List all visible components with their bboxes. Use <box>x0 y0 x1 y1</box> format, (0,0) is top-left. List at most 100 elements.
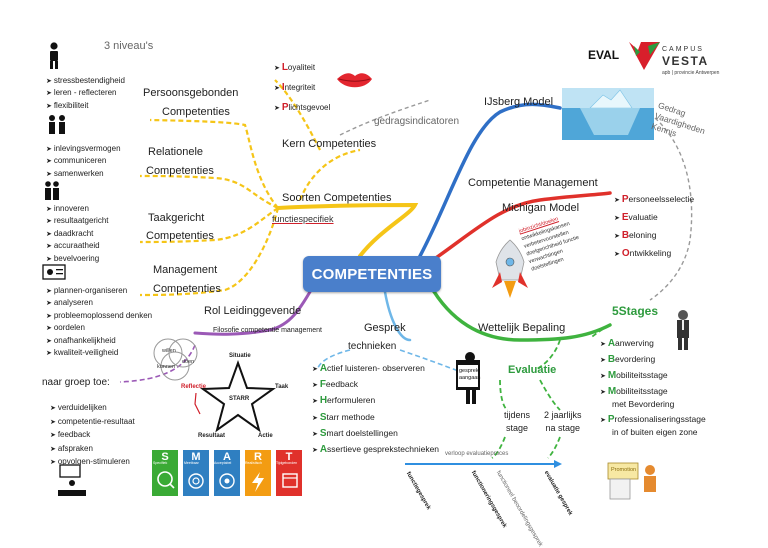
branch-kern <box>298 148 361 201</box>
smart-m-letter: M <box>183 450 209 464</box>
smart-m: M <box>183 450 209 496</box>
branch-jaarlijks <box>539 379 561 411</box>
management-item: kwaliteit-veiligheid <box>46 347 152 359</box>
board-line: aangaan <box>459 375 481 381</box>
smart-s: S <box>152 450 178 496</box>
branch-evaluatie <box>534 339 561 371</box>
manager-icon <box>42 264 66 280</box>
management-item: onafhankelijkheid <box>46 335 152 347</box>
smart-a: A <box>214 450 240 496</box>
logo-vesta: VESTA <box>662 54 709 68</box>
gesprek-item: ➤ Feedback <box>312 379 359 391</box>
jaarlijks-line: na stage <box>545 423 581 433</box>
smart-t-letter: T <box>276 450 302 464</box>
taak-item: accuraatheid <box>46 240 109 252</box>
gesprek-title: Gesprek <box>364 322 406 334</box>
branch-wettelijk <box>428 283 612 342</box>
branch-management <box>139 207 280 297</box>
persoon-item: leren - reflecteren <box>46 87 125 99</box>
person-icon <box>50 42 58 69</box>
venn-willen: willen <box>161 348 176 354</box>
niveaus-label: 3 niveau's <box>104 40 154 52</box>
rol-sub: Filosofie competentie management <box>213 327 322 334</box>
groep-title: naar groep toe: <box>42 377 110 388</box>
stages-item: ➤ Mobiliteitsstage <box>600 370 668 381</box>
branch-soorten <box>276 202 419 258</box>
stages-item: ➤ Aanwerving <box>600 338 654 349</box>
branch-tijdens <box>499 379 509 411</box>
management-item: analyseren <box>46 297 152 309</box>
kern-item-loyaliteit: ➤ Loyaliteit <box>274 62 316 73</box>
smart-t-icon <box>276 464 302 496</box>
michigan-title: Michigan Model <box>502 202 580 214</box>
board-line: gesprek <box>459 368 479 374</box>
branch-rol <box>193 281 317 336</box>
management-item: probleemoplossend denken <box>46 310 152 322</box>
stages-item: ➤ Bevordering <box>600 354 656 365</box>
branch-relationeel <box>139 174 279 209</box>
smart-sub-m: Meetbaar <box>184 461 199 465</box>
smart-a-icon <box>214 464 240 496</box>
taak-item: resultaatgericht <box>46 215 109 227</box>
michigan-items: ➤ Personeelsselectie ➤ Evaluatie ➤ Belon… <box>614 191 694 263</box>
stages-title: 5Stages <box>612 304 659 318</box>
relationeel-item: samenwerken <box>46 168 121 180</box>
logo-eval: EVAL <box>588 48 620 62</box>
smart-s-icon <box>152 464 178 496</box>
campus-vesta-logo-mark <box>629 42 660 70</box>
taak-item: daadkracht <box>46 228 109 240</box>
management-items: plannen-organiseren analyseren probleemo… <box>46 285 152 359</box>
smart-s-letter: S <box>152 450 178 464</box>
smart-sub-t: Tijdgebonden <box>276 461 298 465</box>
taak-items: innoveren resultaatgericht daadkracht ac… <box>46 203 109 265</box>
venn-diagram <box>153 338 198 381</box>
smart-a-letter: A <box>214 450 240 464</box>
smart-t: T <box>276 450 302 496</box>
stages-item: ➤ Mobiliteitsstage <box>600 386 668 397</box>
branch-kern-items <box>274 79 321 151</box>
management-title-2: Competenties <box>153 283 221 295</box>
relationeel-title-2: Competenties <box>146 165 214 177</box>
persoon-item: flexibiliteit <box>46 100 125 112</box>
branch-taak <box>139 207 279 244</box>
branch-evaluatie-link <box>399 349 471 376</box>
promotion-sign: Promotion <box>611 467 637 473</box>
management-item: plannen-organiseren <box>46 285 152 297</box>
tijdens-line: tijdens <box>504 410 531 420</box>
logo-tagline: apb | provincie Antwerpen <box>662 70 720 76</box>
jaarlijks-line: 2 jaarlijks <box>544 410 582 420</box>
starr-arc <box>194 392 201 415</box>
stages-item-cont: met Bevordering <box>612 399 675 409</box>
smart-r: R <box>245 450 271 496</box>
branch-gedrag <box>339 99 431 136</box>
smart-sub-a: Acceptabel <box>214 461 232 465</box>
groep-item: opvolgen-stimuleren <box>50 456 135 470</box>
stages-items: ➤ Aanwerving ➤ Bevordering ➤ Mobiliteits… <box>600 336 706 440</box>
management-item: oordelen <box>46 322 152 334</box>
kern-items: ➤ Loyaliteit ➤ Integriteit ➤ Plichtsgevo… <box>274 58 330 118</box>
taak-title-2: Competenties <box>146 230 214 242</box>
gesprek-item: ➤ Actief luisteren- observeren <box>312 363 425 374</box>
wettelijk-title: Wettelijk Bepaling <box>478 322 566 334</box>
persoon-title-1: Persoonsgebonden <box>143 87 239 99</box>
branch-tijdens-down <box>491 436 506 459</box>
evaluatie-title: Evaluatie <box>508 364 557 376</box>
branch-stages <box>589 324 611 339</box>
kern-item-text: ntegriteit <box>284 83 316 92</box>
gesprek-item: ➤ Starr methode <box>312 411 375 423</box>
groep-items: verduidelijken competentie-resultaat fee… <box>50 402 135 470</box>
gedrag-label: gedragsindicatoren <box>374 116 460 127</box>
rocket-icon <box>492 239 528 298</box>
tijdens-line: stage <box>505 423 529 433</box>
starr-resultaat: Resultaat <box>198 433 226 439</box>
soorten-title: Soorten Competenties <box>282 192 392 204</box>
gesprek-item: ➤ Herformuleren <box>312 395 376 407</box>
lips-icon <box>337 73 372 88</box>
kern-item-plichtsgevoel: ➤ Plichtsgevoel <box>274 102 331 113</box>
board-figure-icon <box>456 352 480 404</box>
michigan-item: ➤ Evaluatie <box>614 212 658 223</box>
gesprek-items: ➤ Actief luisteren- observeren ➤ Feedbac… <box>312 361 439 458</box>
taak-item: bevelvoering <box>46 253 109 265</box>
relationeel-item: inlevingsvermogen <box>46 143 121 155</box>
tijdens-label: tijdens stage <box>504 409 530 435</box>
